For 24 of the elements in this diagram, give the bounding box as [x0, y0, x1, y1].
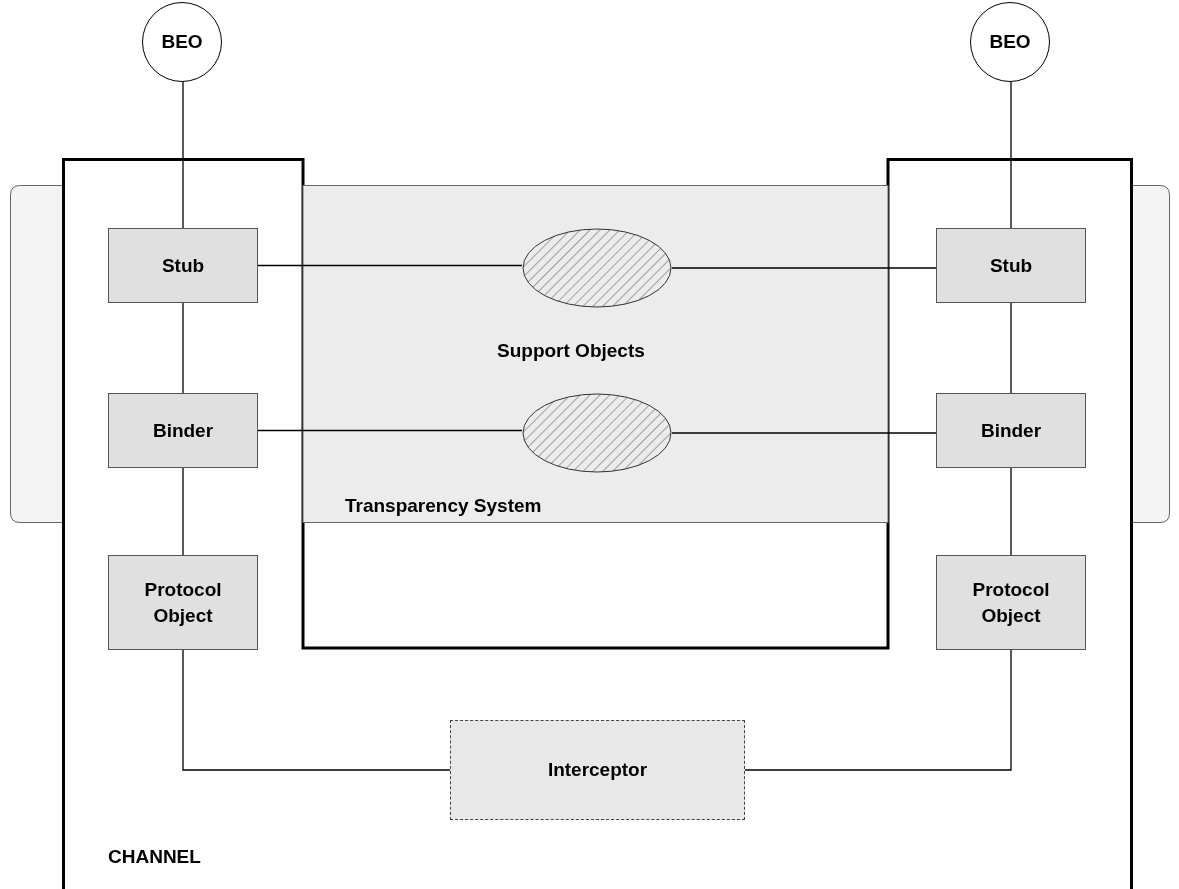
process-box: Binder: [108, 393, 258, 468]
process-box: Protocol Object: [108, 555, 258, 650]
dashed-box: Interceptor: [450, 720, 745, 820]
connector-line: [182, 649, 451, 771]
object-circle: BEO: [142, 2, 222, 82]
channel-title: CHANNEL: [108, 846, 201, 868]
connector-line: [257, 429, 523, 432]
connector-line: [182, 467, 184, 556]
process-box: Stub: [108, 228, 258, 303]
process-box: Stub: [936, 228, 1086, 303]
process-box: Binder: [936, 393, 1086, 468]
connector-line: [1010, 467, 1012, 556]
connector-line: [671, 432, 937, 434]
connector-line: [744, 649, 1012, 771]
group-label: Support Objects: [497, 340, 645, 362]
band-title: Transparency System: [345, 495, 542, 517]
process-box: Protocol Object: [936, 555, 1086, 650]
connector-line: [1010, 302, 1012, 394]
connector-line: [671, 267, 937, 269]
object-circle: BEO: [970, 2, 1050, 82]
connector-line: [182, 302, 184, 394]
connector-line: [257, 264, 523, 267]
connector-line: [182, 81, 184, 229]
connector-line: [1010, 81, 1012, 229]
